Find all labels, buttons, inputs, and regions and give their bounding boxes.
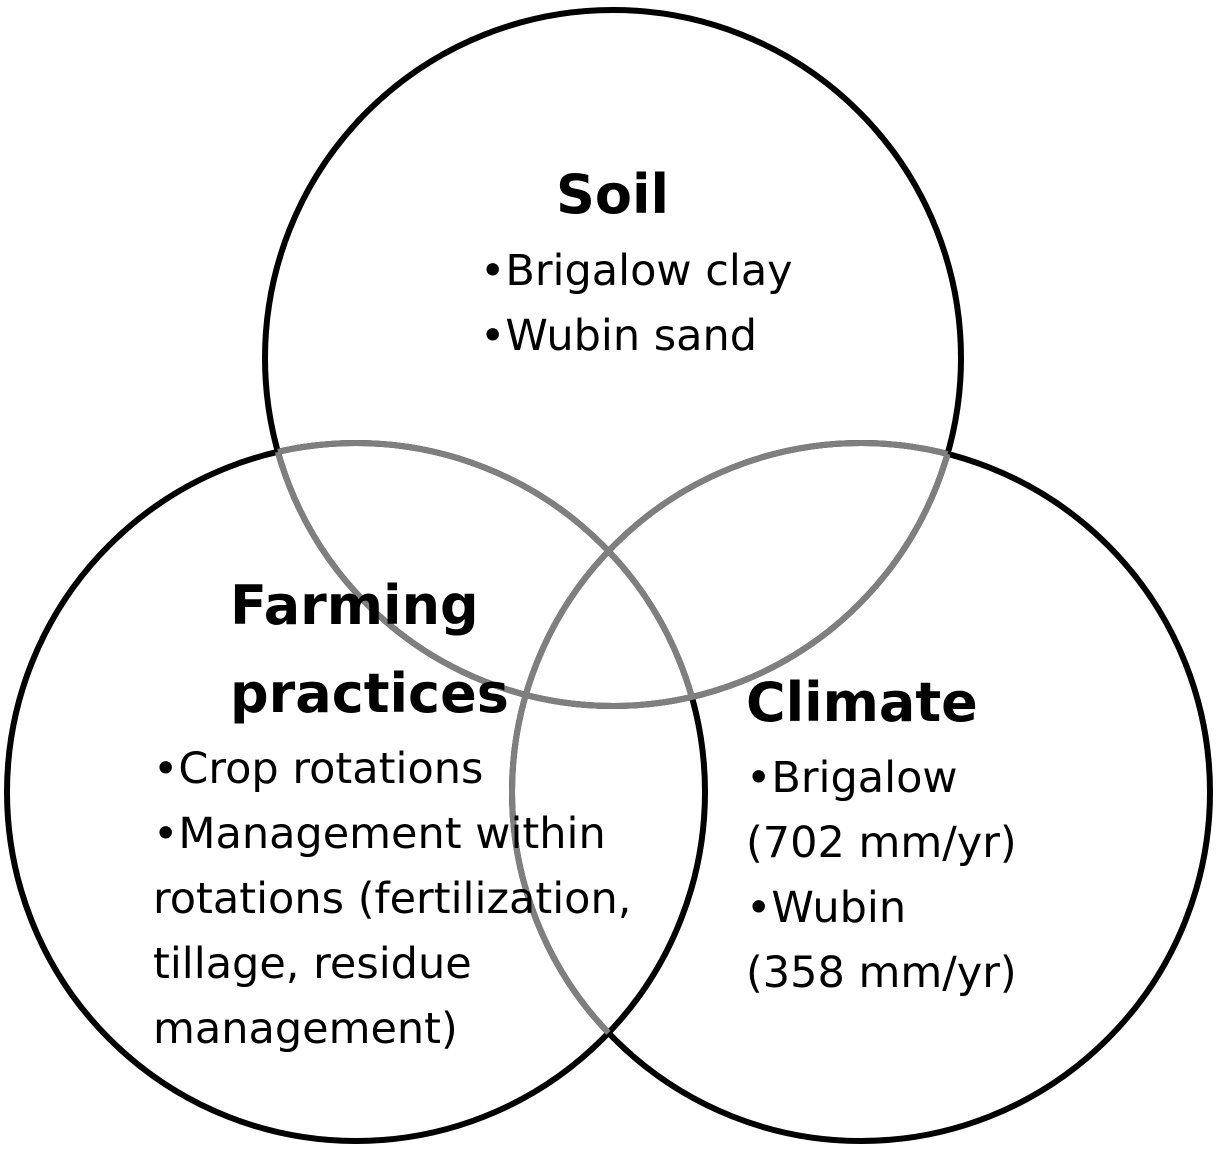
- farming-item-management-cont1: rotations (fertilization,: [153, 874, 632, 924]
- farming-title-line1: Farming: [230, 574, 479, 637]
- climate-item-wubin-rain: (358 mm/yr): [746, 948, 1017, 998]
- farming-item-crop-rotations: •Crop rotations: [153, 744, 484, 794]
- soil-title: Soil: [556, 163, 670, 226]
- farming-items: •Crop rotations •Management within rotat…: [153, 737, 631, 1062]
- climate-item-wubin: •Wubin: [746, 883, 907, 933]
- soil-item-wubin: •Wubin sand: [480, 311, 758, 361]
- soil-item-brigalow: •Brigalow clay: [480, 246, 793, 296]
- farming-item-management-cont2: tillage, residue: [153, 939, 472, 989]
- soil-items: •Brigalow clay •Wubin sand: [480, 239, 793, 369]
- climate-item-brigalow-rain: (702 mm/yr): [746, 818, 1017, 868]
- overlap-outlines: [262, 440, 964, 1141]
- climate-items: •Brigalow (702 mm/yr) •Wubin (358 mm/yr): [746, 746, 1017, 1006]
- farming-title-line2: practices: [230, 662, 509, 725]
- farming-item-management: •Management within: [153, 809, 606, 859]
- farming-item-management-cont3: management): [153, 1004, 458, 1054]
- climate-title: Climate: [746, 671, 978, 734]
- climate-item-brigalow: •Brigalow: [746, 753, 958, 803]
